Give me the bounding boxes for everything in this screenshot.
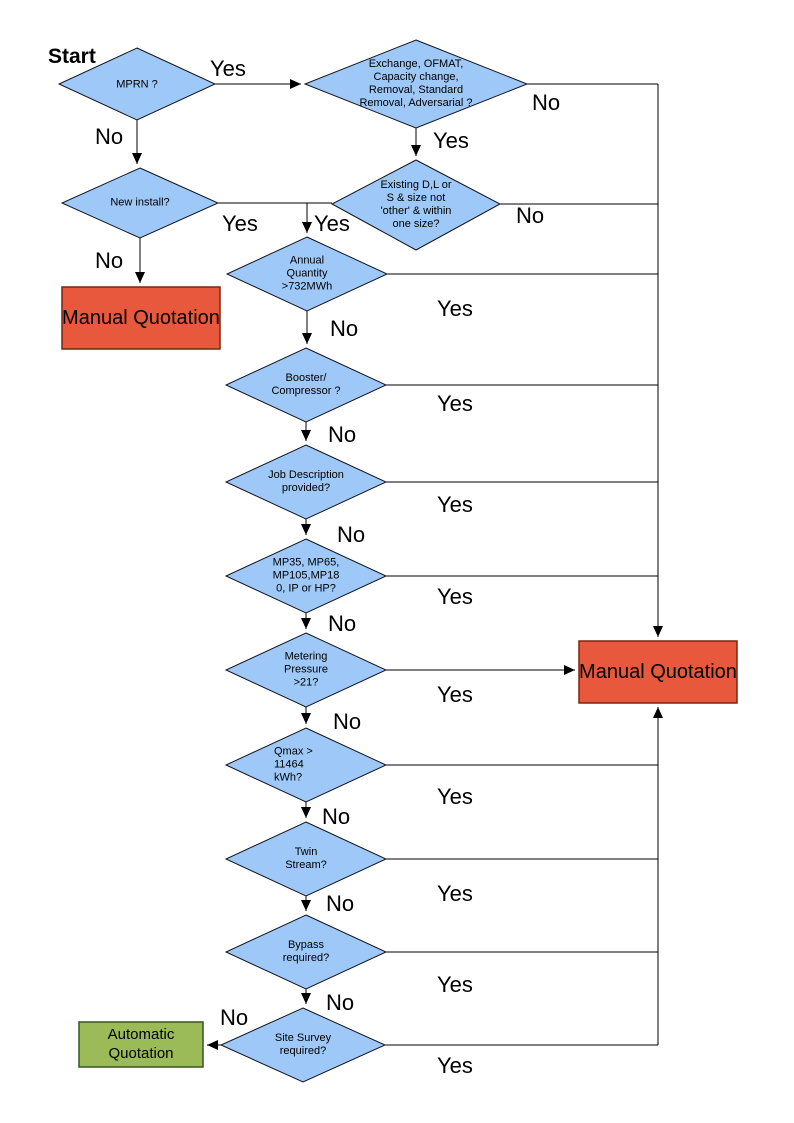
edge-label-annual-yes: Yes — [437, 296, 473, 321]
decision-twin-shape — [224, 821, 388, 897]
node-label-new-install: New install? — [110, 196, 170, 209]
edge-label-site-no: No — [220, 1005, 249, 1030]
edge-label-site-yes: Yes — [437, 1053, 473, 1078]
edge-label-mprn-no: No — [95, 124, 124, 149]
terminal-automatic-label: Automatic Quotation — [107, 1025, 175, 1062]
decision-metering-shape — [224, 632, 388, 708]
start-label: Start — [48, 45, 96, 68]
decision-new-install-shape — [60, 167, 220, 239]
edge-label-new-install-no: No — [95, 248, 124, 273]
edge-label-mp-no: No — [328, 611, 357, 636]
edge-label-twin-no: No — [326, 891, 355, 916]
terminal-manual-right-label: Manual Quotation — [579, 660, 737, 683]
decision-qmax-shape — [224, 727, 388, 803]
edge-label-bypass-no: No — [326, 990, 355, 1015]
decision-bypass-shape — [224, 914, 388, 990]
edge-label-qmax-yes: Yes — [437, 784, 473, 809]
edge-label-bypass-yes: Yes — [437, 972, 473, 997]
terminal-automatic-shape — [78, 1021, 204, 1068]
decision-site-shape — [219, 1007, 387, 1083]
node-label-metering: Metering Pressure >21? — [283, 650, 329, 689]
edge-label-exchange-no: No — [532, 90, 561, 115]
terminal-manual-left-label: Manual Quotation — [62, 306, 220, 329]
edge-label-job-yes: Yes — [437, 492, 473, 517]
edge-label-existing-no: No — [516, 203, 545, 228]
decision-booster-shape — [224, 347, 388, 423]
node-label-existing: Existing D,L or S & size not 'other' & w… — [380, 179, 452, 230]
decision-mprn-shape — [57, 47, 217, 121]
node-label-booster: Booster/ Compressor ? — [271, 372, 341, 397]
edge-label-booster-yes: Yes — [437, 391, 473, 416]
node-label-mprn: MPRN ? — [116, 78, 158, 91]
terminal-manual-left-shape — [61, 286, 221, 350]
edge-label-booster-no: No — [328, 422, 357, 447]
decision-existing-shape — [330, 159, 502, 251]
edge-label-mprn-yes: Yes — [210, 56, 246, 81]
edge-label-metering-yes: Yes — [437, 682, 473, 707]
edge-label-qmax-no: No — [322, 804, 351, 829]
decision-annual-shape — [225, 236, 389, 312]
edge-label-job-no: No — [337, 522, 366, 547]
decision-mp-shape — [224, 538, 388, 614]
node-label-annual: Annual Quantity >732MWh — [281, 254, 333, 293]
edge-label-existing-yes: Yes — [314, 211, 350, 236]
node-label-mp: MP35, MP65, MP105,MP180, IP or HP? — [272, 556, 340, 595]
node-label-site: Site Survey required? — [274, 1032, 332, 1057]
edge-label-new-install-yes: Yes — [222, 211, 258, 236]
decision-exchange-shape — [303, 39, 529, 129]
decision-job-shape — [224, 444, 388, 520]
node-label-job: Job Description provided? — [268, 469, 344, 494]
node-label-twin: Twin Stream? — [285, 846, 327, 871]
edge-label-annual-no: No — [330, 316, 359, 341]
edge-label-mp-yes: Yes — [437, 584, 473, 609]
edge-label-metering-no: No — [333, 709, 362, 734]
terminal-manual-right-shape — [578, 640, 738, 704]
node-label-qmax: Qmax > 11464 kWh? — [274, 745, 313, 784]
node-label-bypass: Bypass required? — [282, 939, 330, 964]
edge-label-exchange-yes: Yes — [433, 128, 469, 153]
node-label-exchange: Exchange, OFMAT, Capacity change, Remova… — [359, 58, 473, 109]
edge-label-twin-yes: Yes — [437, 881, 473, 906]
